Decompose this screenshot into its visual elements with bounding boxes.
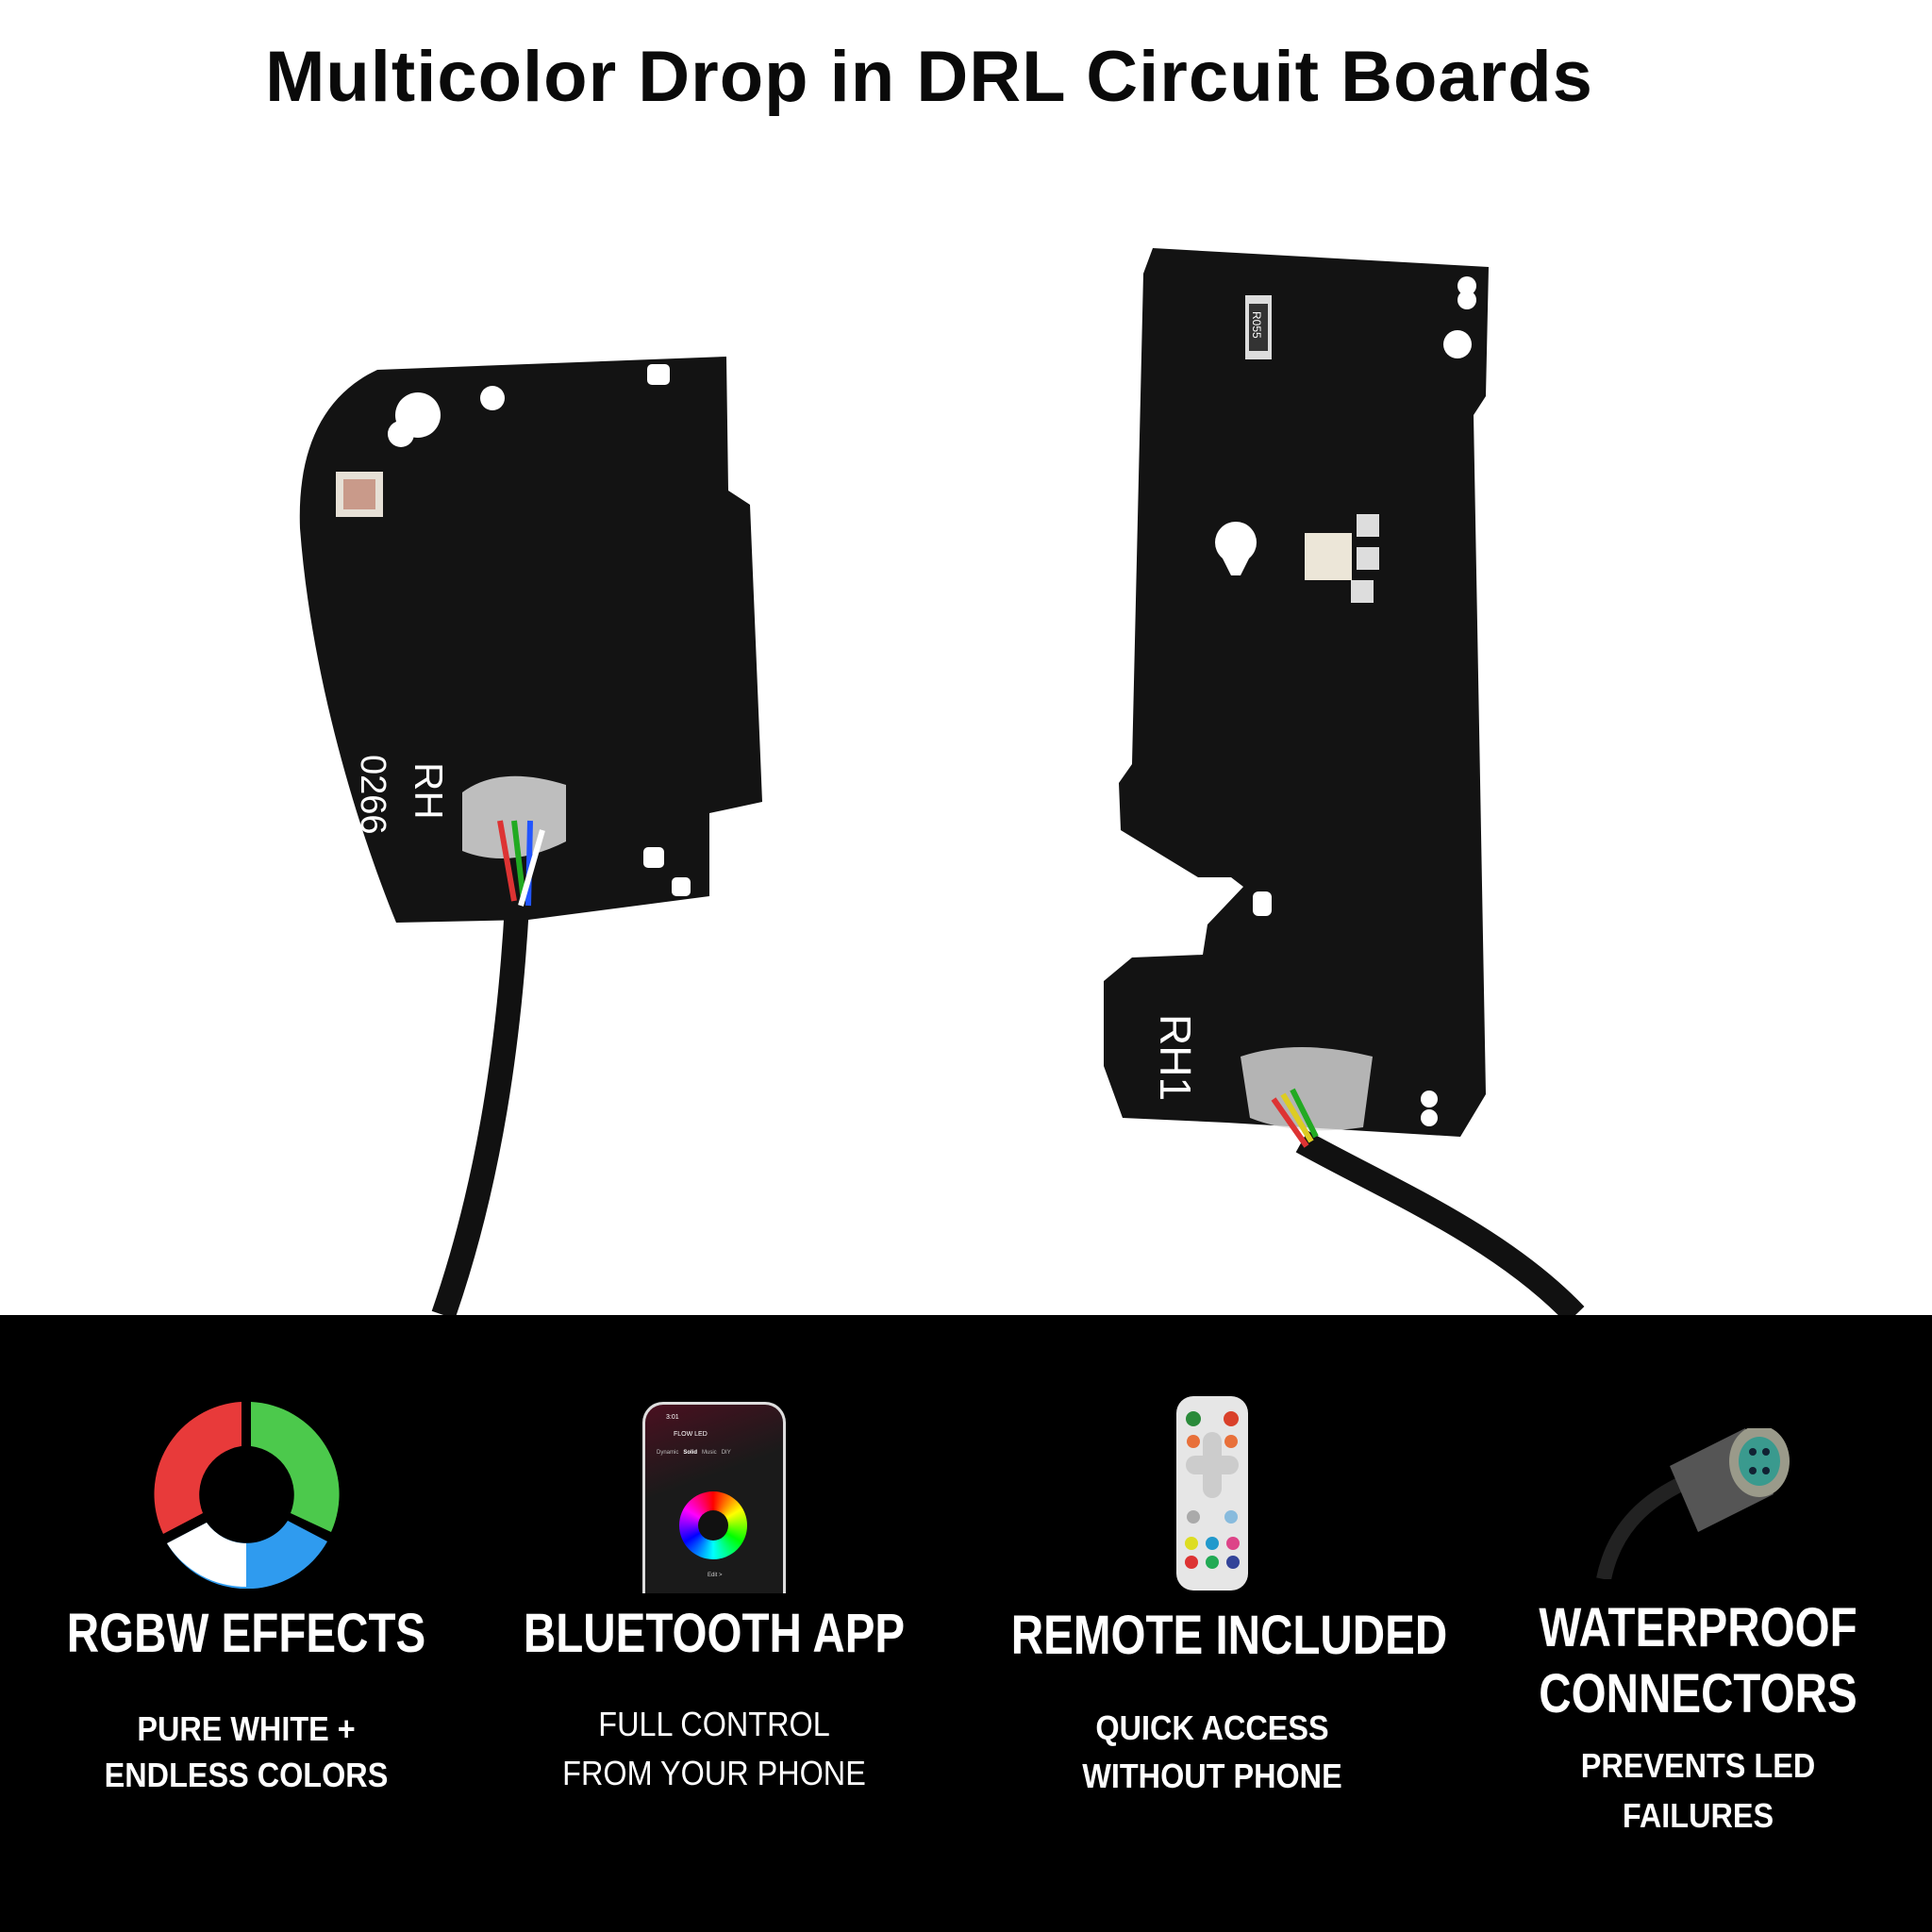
product-photo: RH 0266 R055 RH1 [299,248,1585,1315]
feature-heading: RGBW EFFECTS [66,1603,426,1664]
feature-subtext: ENDLESS COLORS [104,1756,389,1794]
phone-edit: Edit > [708,1573,723,1578]
phone-app-title: FLOW LED [674,1431,708,1438]
feature-subtext: PURE WHITE + [137,1709,356,1748]
right-led [1305,533,1352,580]
left-cable [431,905,529,1315]
feature-heading: REMOTE INCLUDED [1010,1605,1448,1666]
right-cable [1295,1130,1585,1315]
remote-control-icon [1176,1396,1248,1591]
left-circuit-board [299,357,762,923]
feature-subtext: FROM YOUR PHONE [562,1754,866,1792]
page-title: Multicolor Drop in DRL Circuit Boards [265,37,1593,117]
waterproof-connector-icon [1596,1428,1790,1579]
right-board-label: RH1 [1151,1014,1200,1101]
phone-tab: Dynamic [657,1450,679,1456]
feature-heading: BLUETOOTH APP [523,1603,906,1664]
left-board-code: 0266 [353,755,392,835]
left-board-label: RH [407,762,451,820]
features-band: RGBW EFFECTS PURE WHITE + ENDLESS COLORS… [0,1315,1932,1932]
resistor-marking: R055 [1250,311,1263,339]
smartphone-app-icon: 3:01 FLOW LED Dynamic Solid Music DIY Ed… [642,1402,786,1593]
phone-tab: Music [702,1450,717,1456]
right-circuit-board [1104,248,1489,1137]
phone-tab: Solid [683,1450,698,1456]
rgbw-ring-icon [154,1402,340,1589]
feature-heading: WATERPROOF [1539,1597,1857,1658]
feature-subtext: FAILURES [1622,1796,1774,1835]
phone-tab: DIY [721,1450,731,1456]
feature-subtext: FULL CONTROL [598,1705,830,1743]
feature-heading: CONNECTORS [1539,1663,1857,1724]
feature-subtext: WITHOUT PHONE [1082,1757,1342,1795]
feature-subtext: PREVENTS LED [1580,1746,1816,1785]
phone-time: 3:01 [666,1414,679,1421]
feature-subtext: QUICK ACCESS [1095,1708,1329,1747]
